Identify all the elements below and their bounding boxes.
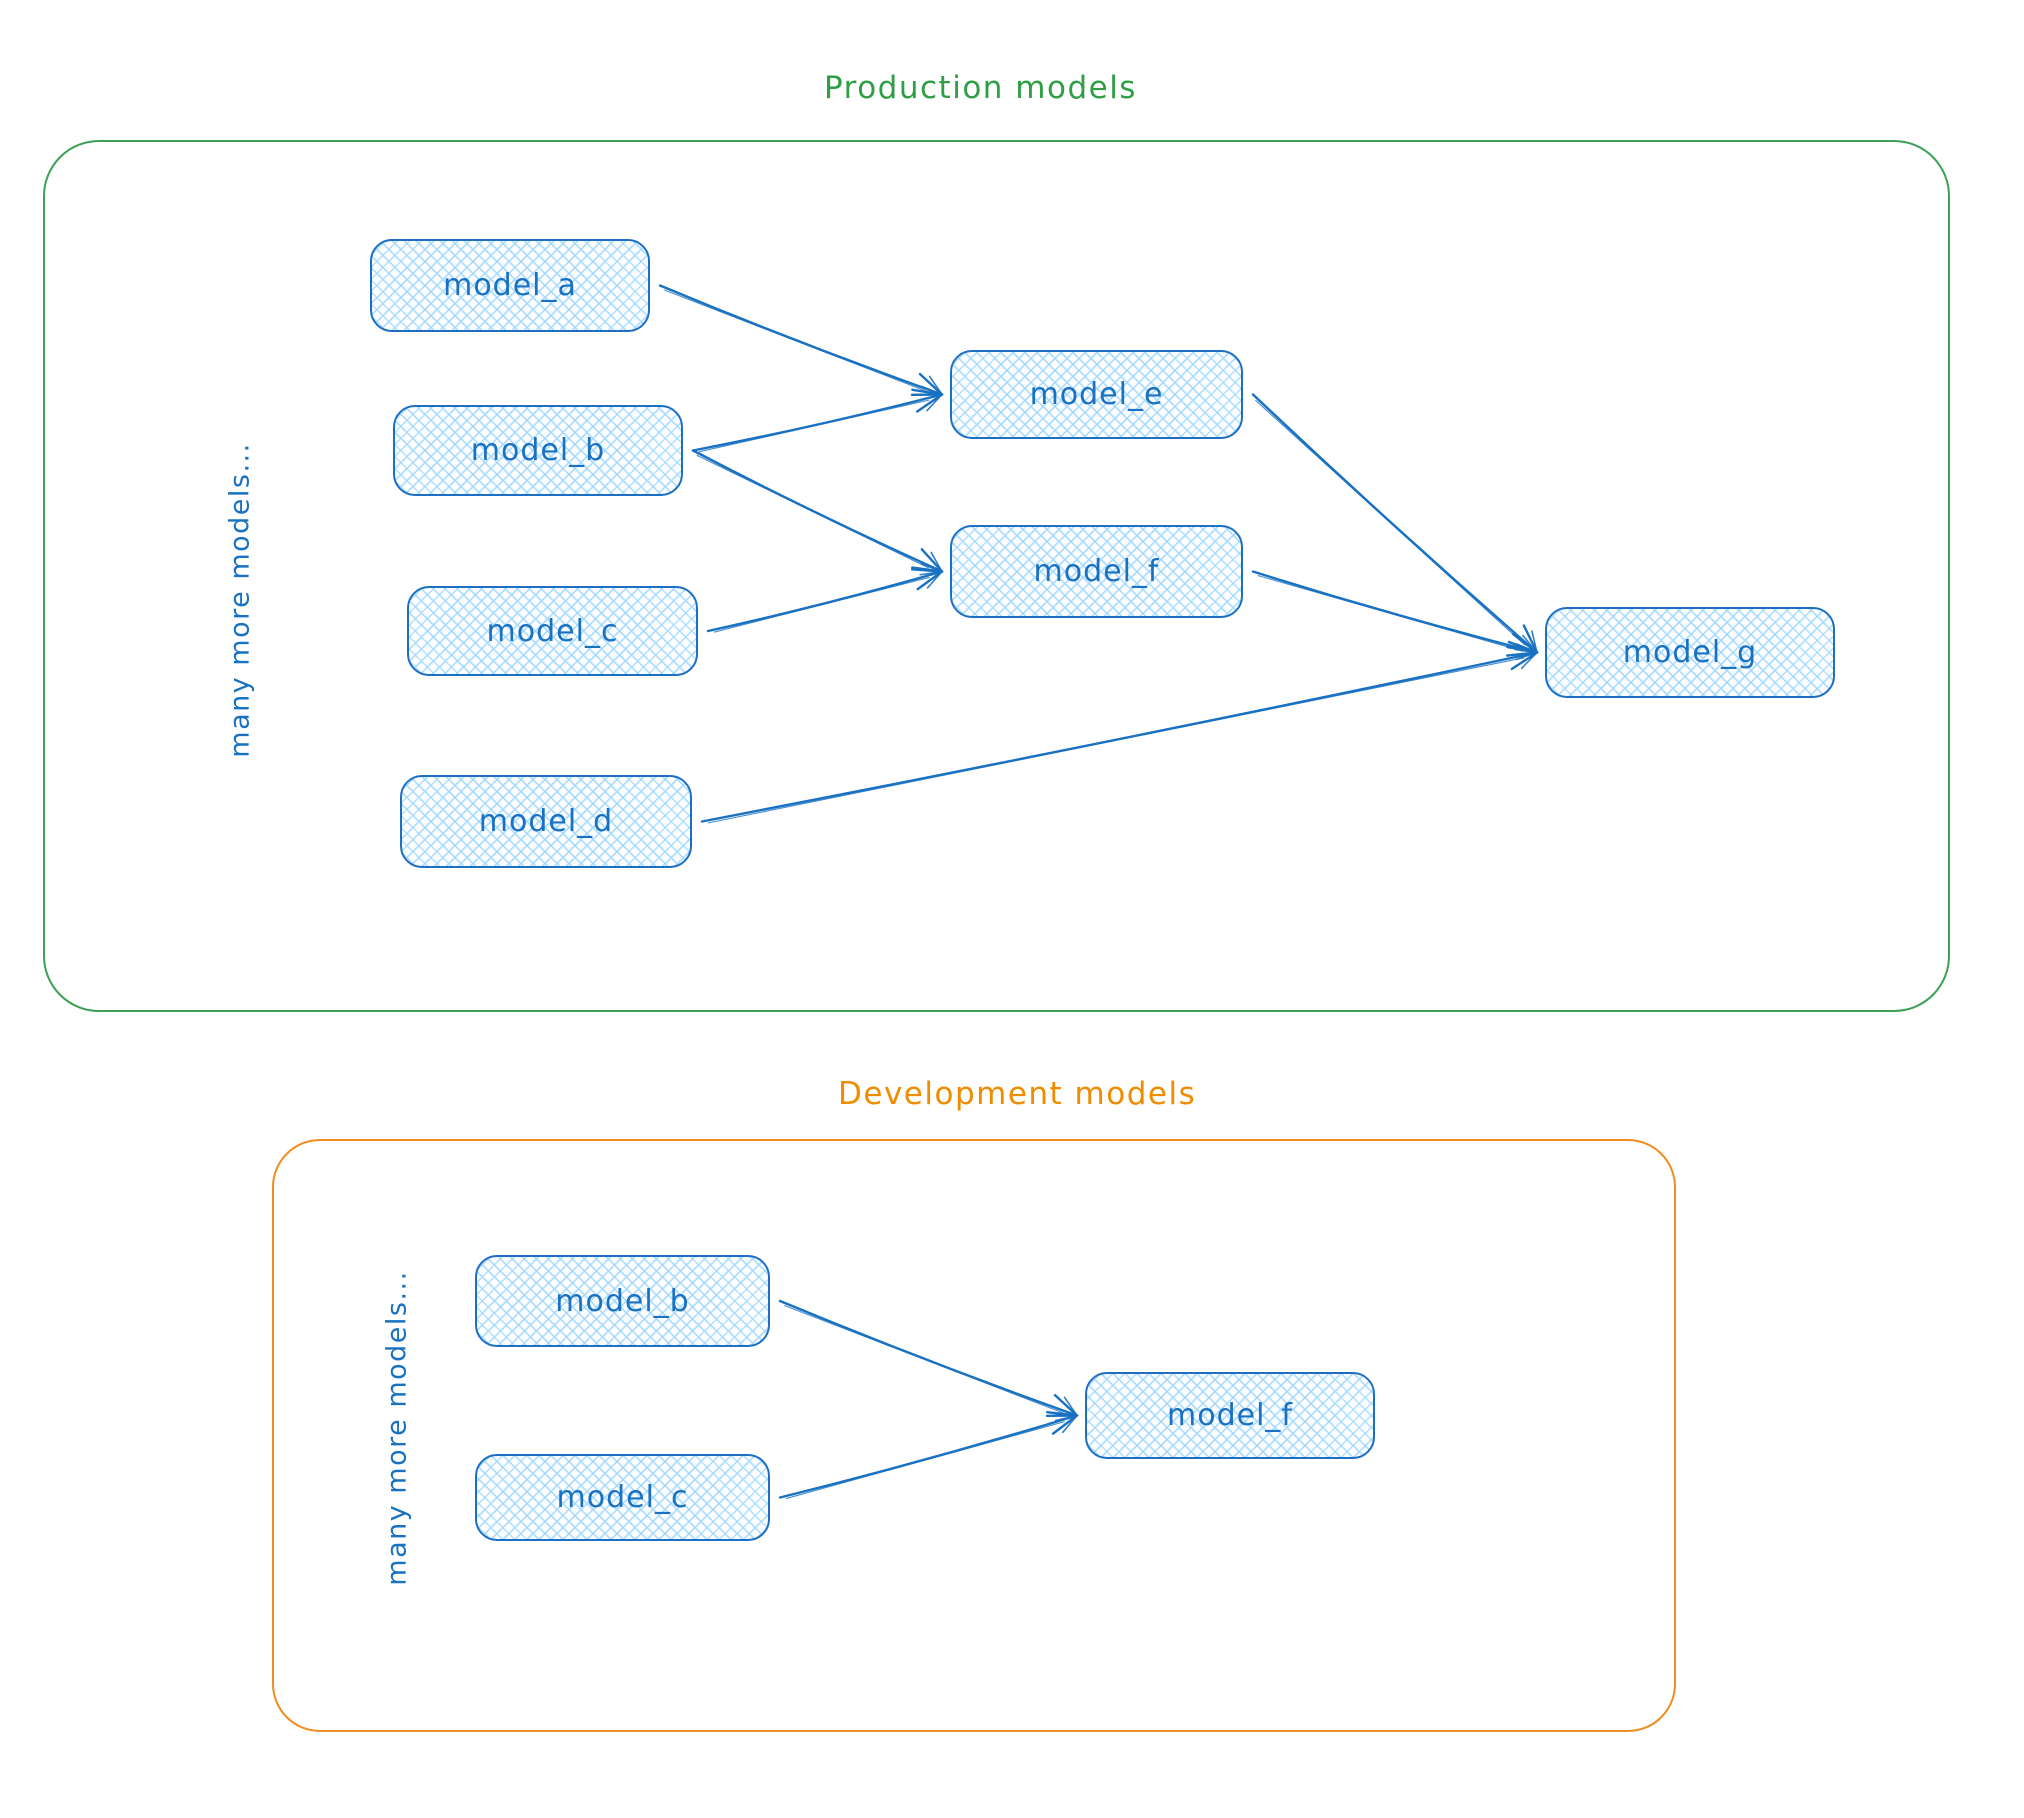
node-label: model_b bbox=[555, 1283, 690, 1319]
node-dev-model_b: model_b bbox=[475, 1255, 770, 1347]
production-frame bbox=[43, 140, 1950, 1012]
production-many-more-models-label: many more models... bbox=[224, 442, 256, 758]
node-label: model_a bbox=[443, 268, 577, 303]
node-label: model_f bbox=[1167, 1398, 1293, 1433]
node-prod-model_e: model_e bbox=[950, 350, 1243, 439]
node-dev-model_f: model_f bbox=[1085, 1372, 1375, 1459]
node-prod-model_a: model_a bbox=[370, 239, 650, 332]
node-label: model_b bbox=[470, 433, 606, 468]
development-section-title: Development models bbox=[838, 1076, 1197, 1112]
node-label: model_c bbox=[556, 1480, 689, 1515]
node-prod-model_g: model_g bbox=[1545, 607, 1835, 698]
production-section-title: Production models bbox=[824, 70, 1137, 106]
node-prod-model_f: model_f bbox=[950, 525, 1243, 618]
node-prod-model_b: model_b bbox=[393, 405, 683, 496]
node-label: model_e bbox=[1029, 377, 1164, 412]
node-label: model_c bbox=[486, 613, 619, 649]
node-prod-model_d: model_d bbox=[400, 775, 692, 868]
node-label: model_d bbox=[478, 804, 614, 839]
node-label: model_f bbox=[1033, 554, 1160, 589]
node-label: model_g bbox=[1622, 635, 1758, 670]
development-frame bbox=[272, 1139, 1676, 1732]
node-dev-model_c: model_c bbox=[475, 1454, 770, 1541]
development-many-more-models-label: many more models... bbox=[381, 1270, 413, 1586]
node-prod-model_c: model_c bbox=[407, 586, 698, 676]
